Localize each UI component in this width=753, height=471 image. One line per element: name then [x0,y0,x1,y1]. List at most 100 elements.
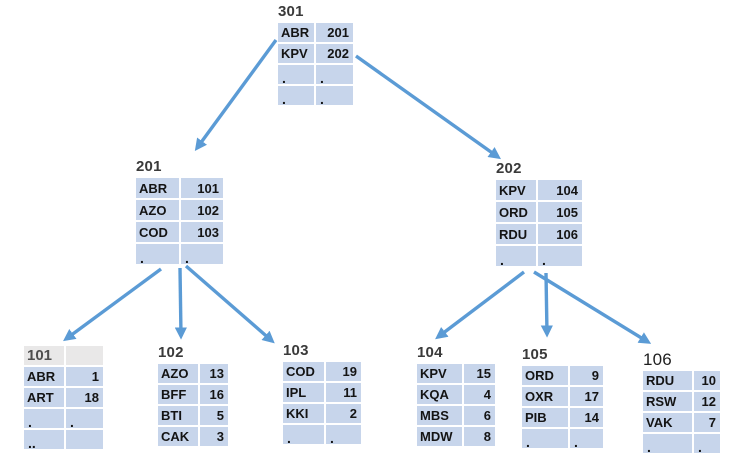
key-cell: MDW [417,427,462,446]
arrow-202-104 [435,270,526,340]
node-101-label: 101 [24,346,64,365]
key-cell: RDU [643,371,692,390]
key-cell: ORD [496,202,536,222]
arrow-202-106 [533,270,652,344]
key-cell: ORD [522,366,568,385]
key-cell: OXR [522,387,568,406]
key-cell: . [522,429,568,448]
key-cell: AZO [158,364,198,383]
value-cell: 101 [181,178,223,198]
value-cell: 10 [694,371,720,390]
arrow-201-103 [184,264,275,344]
key-cell: AZO [136,200,179,220]
key-cell: . [24,409,64,428]
key-cell: KPV [278,44,314,63]
key-cell: PIB [522,408,568,427]
value-cell: . [538,246,582,266]
value-cell: 8 [464,427,495,446]
value-cell: . [181,244,223,264]
key-cell: ART [24,388,64,407]
value-cell: 6 [464,406,495,425]
arrow-201-101 [63,267,163,342]
value-cell: 17 [570,387,603,406]
value-cell: 5 [200,406,228,425]
node-102-label: 102 [158,344,184,361]
value-cell: 3 [200,427,228,446]
value-cell: 106 [538,224,582,244]
value-cell: 9 [570,366,603,385]
value-cell: 1 [66,367,103,386]
key-cell: CAK [158,427,198,446]
value-cell [66,430,103,449]
value-cell: 19 [326,362,361,381]
value-cell: 201 [316,23,353,42]
cell [66,346,103,365]
key-cell: KKI [283,404,324,423]
key-cell: KPV [417,364,462,383]
key-cell: ABR [136,178,179,198]
key-cell: . [278,86,314,105]
key-cell: RDU [496,224,536,244]
arrow-301-202 [355,54,501,160]
value-cell: . [570,429,603,448]
key-cell: . [136,244,179,264]
value-cell: 103 [181,222,223,242]
key-cell: ABR [278,23,314,42]
key-cell: KPV [496,180,536,200]
node-301-label: 301 [278,3,304,20]
value-cell: . [316,86,353,105]
node-202-label: 202 [496,160,522,177]
key-cell: COD [136,222,179,242]
key-cell: . [643,434,692,453]
value-cell: . [66,409,103,428]
value-cell: 13 [200,364,228,383]
key-cell: IPL [283,383,324,402]
key-cell: RSW [643,392,692,411]
value-cell: 202 [316,44,353,63]
value-cell: 11 [326,383,361,402]
key-cell: KQA [417,385,462,404]
node-201-label: 201 [136,158,162,175]
key-cell: . [283,425,324,444]
key-cell: . [496,246,536,266]
key-cell: ABR [24,367,64,386]
key-cell: VAK [643,413,692,432]
value-cell: 18 [66,388,103,407]
node-106-label: 106 [643,350,672,369]
node-105-label: 105 [522,346,548,363]
value-cell: 15 [464,364,495,383]
value-cell: 16 [200,385,228,404]
node-104-label: 104 [417,344,443,361]
value-cell: . [326,425,361,444]
value-cell: . [316,65,353,84]
key-cell: BFF [158,385,198,404]
value-cell: 12 [694,392,720,411]
value-cell: 104 [538,180,582,200]
value-cell: 4 [464,385,495,404]
value-cell: 7 [694,413,720,432]
value-cell: 2 [326,404,361,423]
key-cell: . [278,65,314,84]
value-cell: 14 [570,408,603,427]
key-cell: BTI [158,406,198,425]
key-cell: MBS [417,406,462,425]
